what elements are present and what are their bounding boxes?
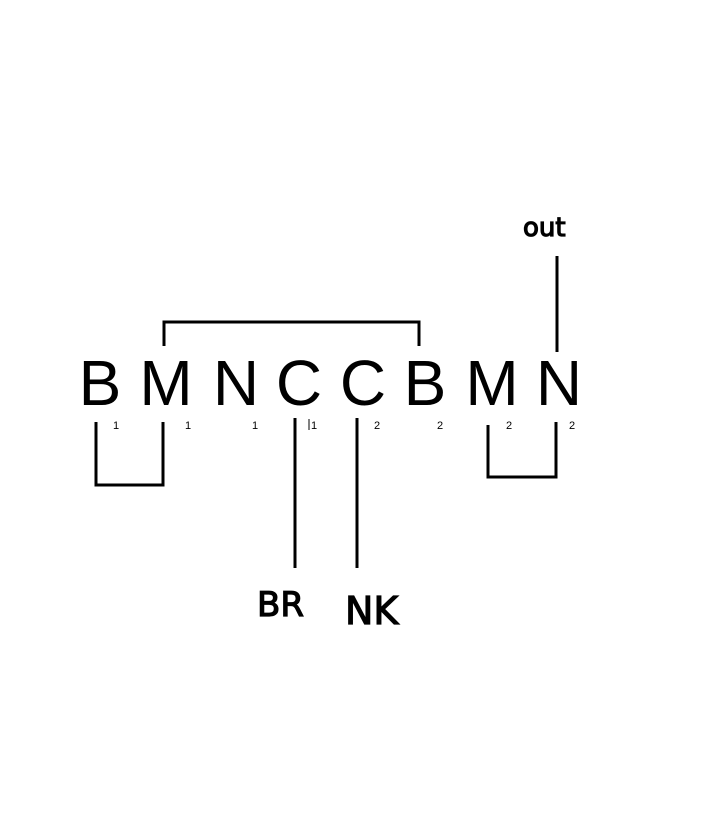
jumper-m1-b2 [162, 320, 421, 346]
label-out: out [523, 213, 566, 243]
index-n2: 2 [569, 420, 575, 432]
index-n1: 1 [252, 420, 258, 432]
index-m1: 1 [185, 420, 191, 432]
terminal-b2: B [404, 347, 447, 419]
index-c1: 1 [311, 420, 317, 432]
terminal-letters: B M N C C B M N [79, 347, 582, 419]
jumper-m2-n2 [486, 422, 558, 479]
terminal-indices: 1 1 1 1 2 2 2 2 [113, 419, 575, 432]
terminal-n1: N [213, 347, 259, 419]
index-b2: 2 [437, 420, 443, 432]
index-m2: 2 [506, 420, 512, 432]
wire-labels: out BR NK [256, 212, 566, 633]
terminal-b1: B [79, 347, 122, 419]
label-br: BR [257, 585, 304, 625]
wires [94, 256, 559, 568]
terminal-n2: N [536, 347, 582, 419]
index-c2: 2 [374, 420, 380, 432]
jumper-b1-m1 [94, 422, 165, 487]
terminal-m2: M [465, 347, 518, 419]
terminal-c1: C [276, 347, 322, 419]
index-b1: 1 [113, 420, 119, 432]
terminal-c2: C [340, 347, 386, 419]
terminal-m1: M [139, 347, 192, 419]
label-nk: NK [345, 589, 399, 633]
